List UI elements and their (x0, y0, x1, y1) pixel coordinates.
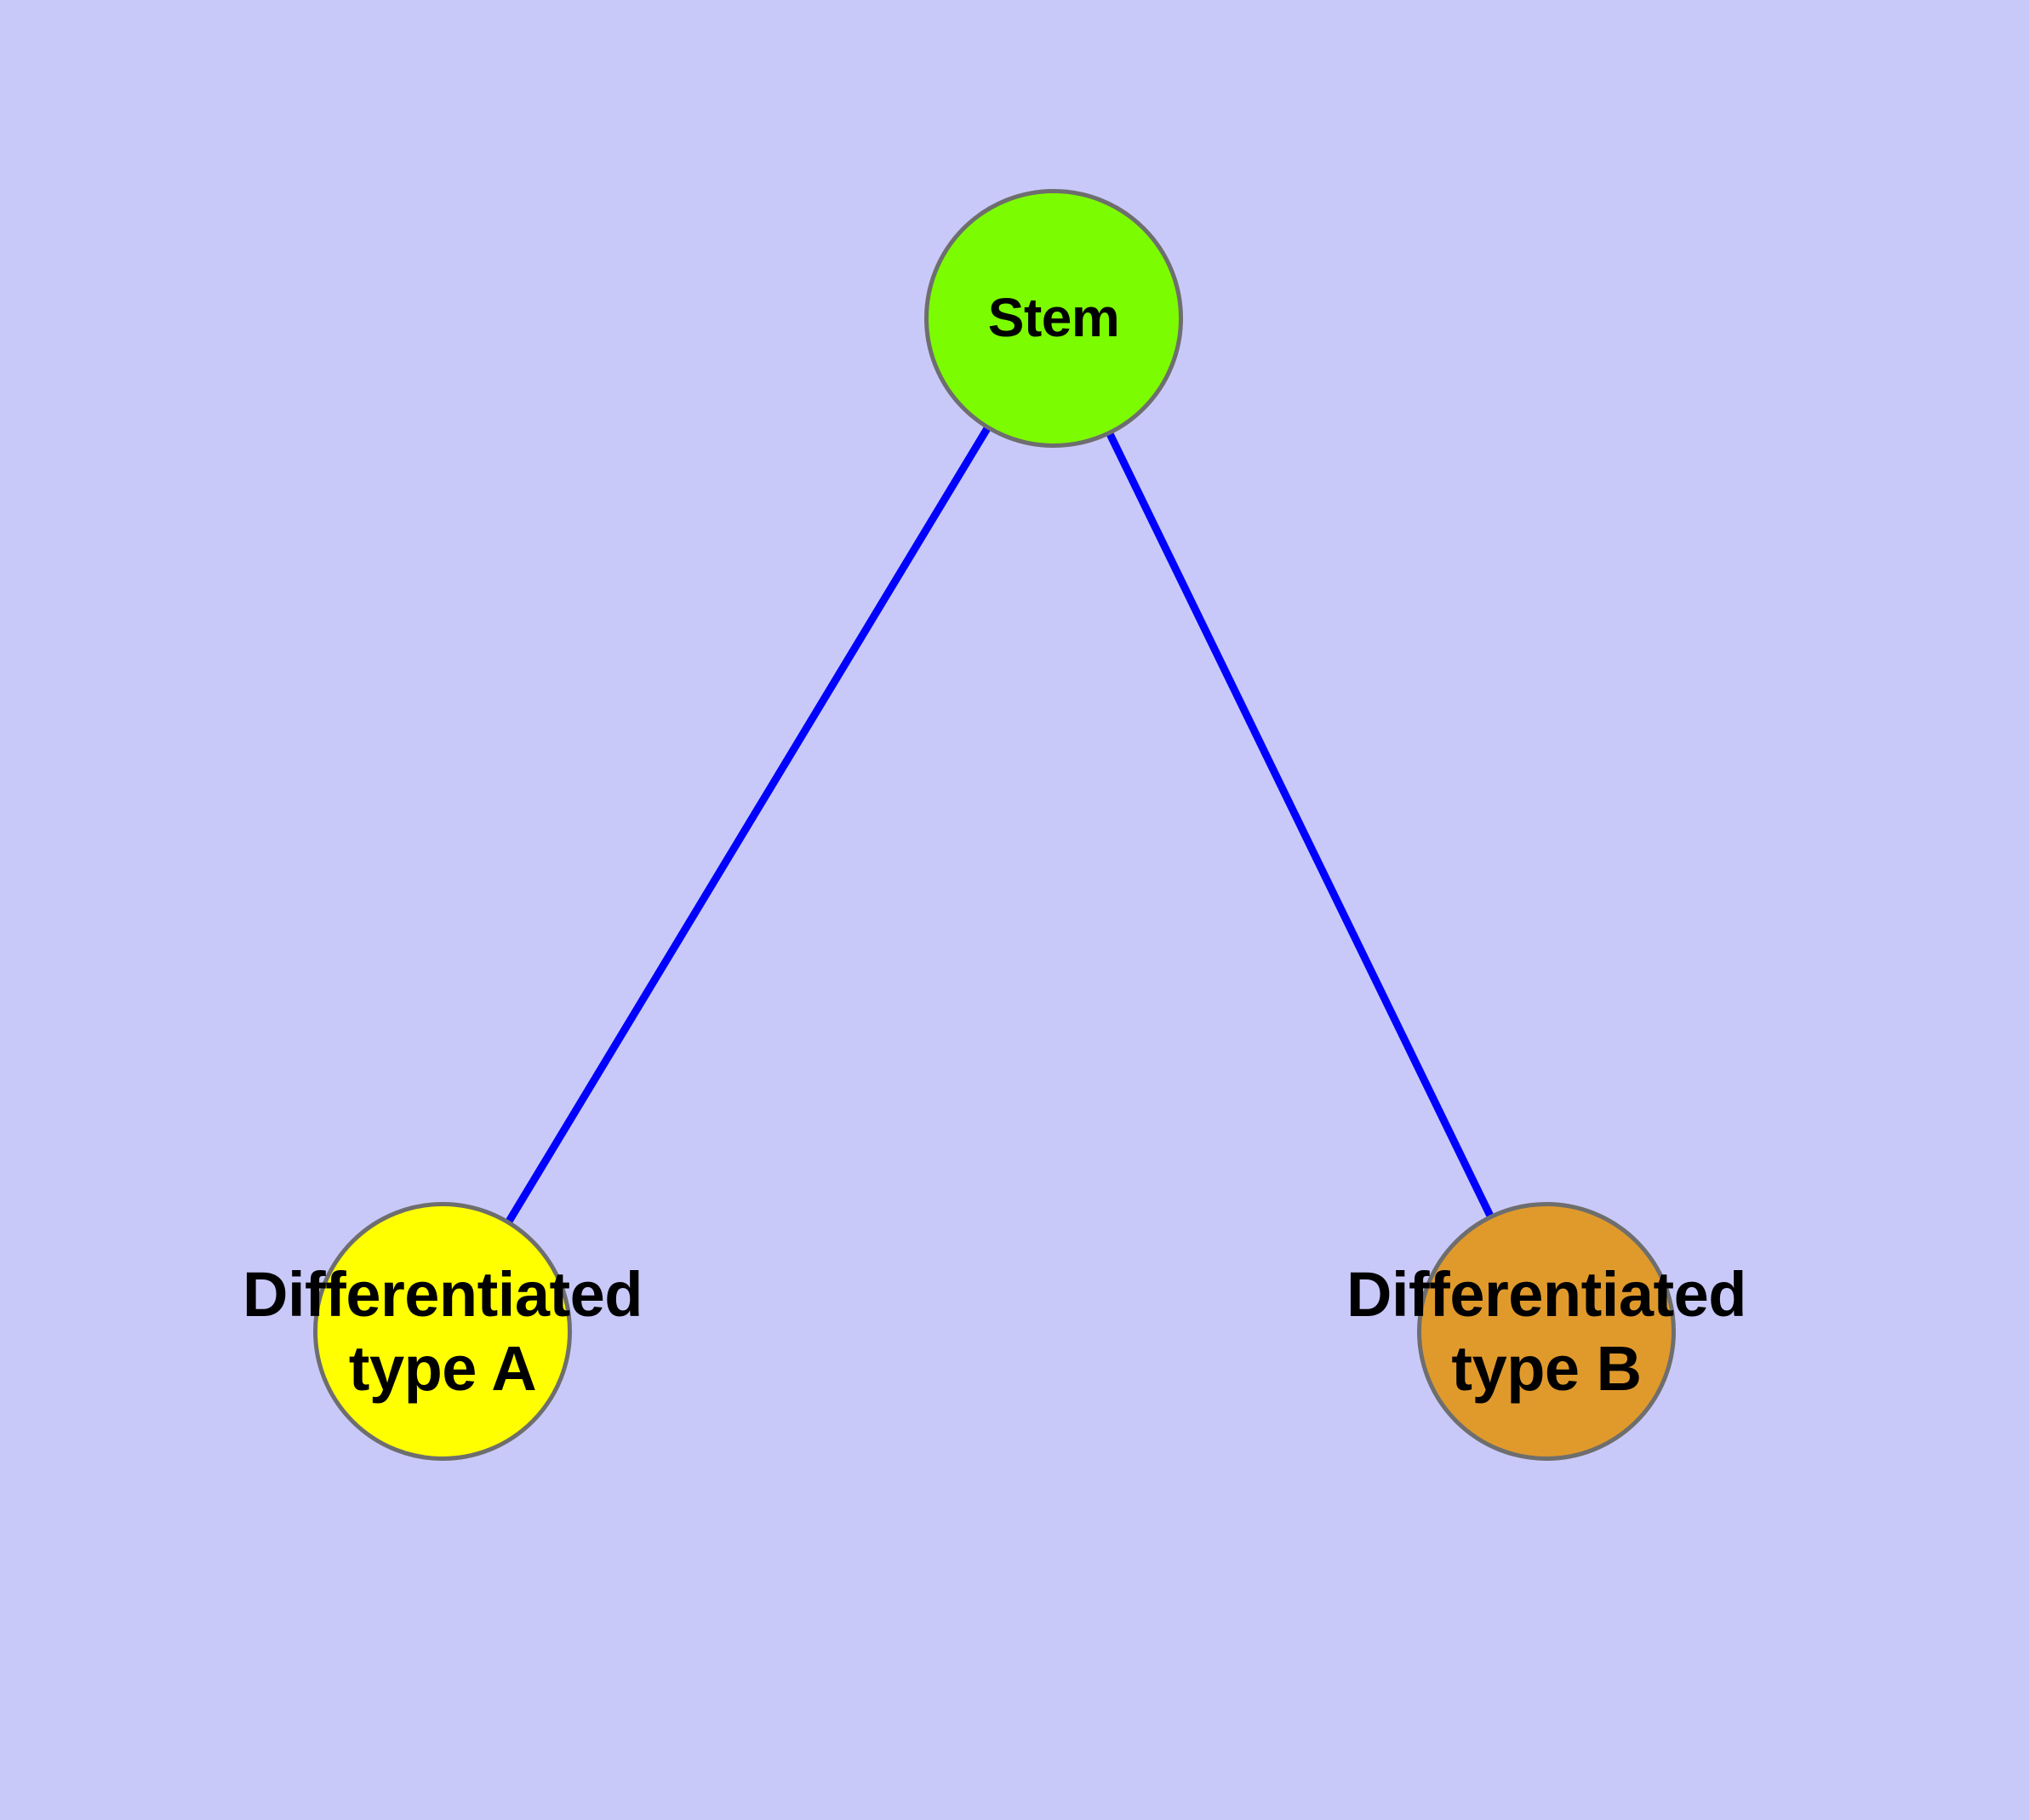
label-line: Stem (987, 287, 1120, 349)
label-line: type B (1451, 1333, 1642, 1404)
node-differentiated-type-a-circle (313, 1202, 572, 1461)
label-line: type A (348, 1333, 537, 1404)
node-stem-label: Stem (988, 286, 1120, 351)
edge-stem-diff_a (439, 316, 1057, 1334)
edge-stem-diff_b (1049, 317, 1551, 1333)
node-stem-circle (924, 189, 1183, 448)
label-line: Differentiated (243, 1258, 643, 1330)
node-differentiated-type-b-circle (1417, 1202, 1676, 1461)
node-stem[interactable]: Stem (924, 189, 1183, 448)
label-line: Differentiated (1346, 1258, 1746, 1330)
